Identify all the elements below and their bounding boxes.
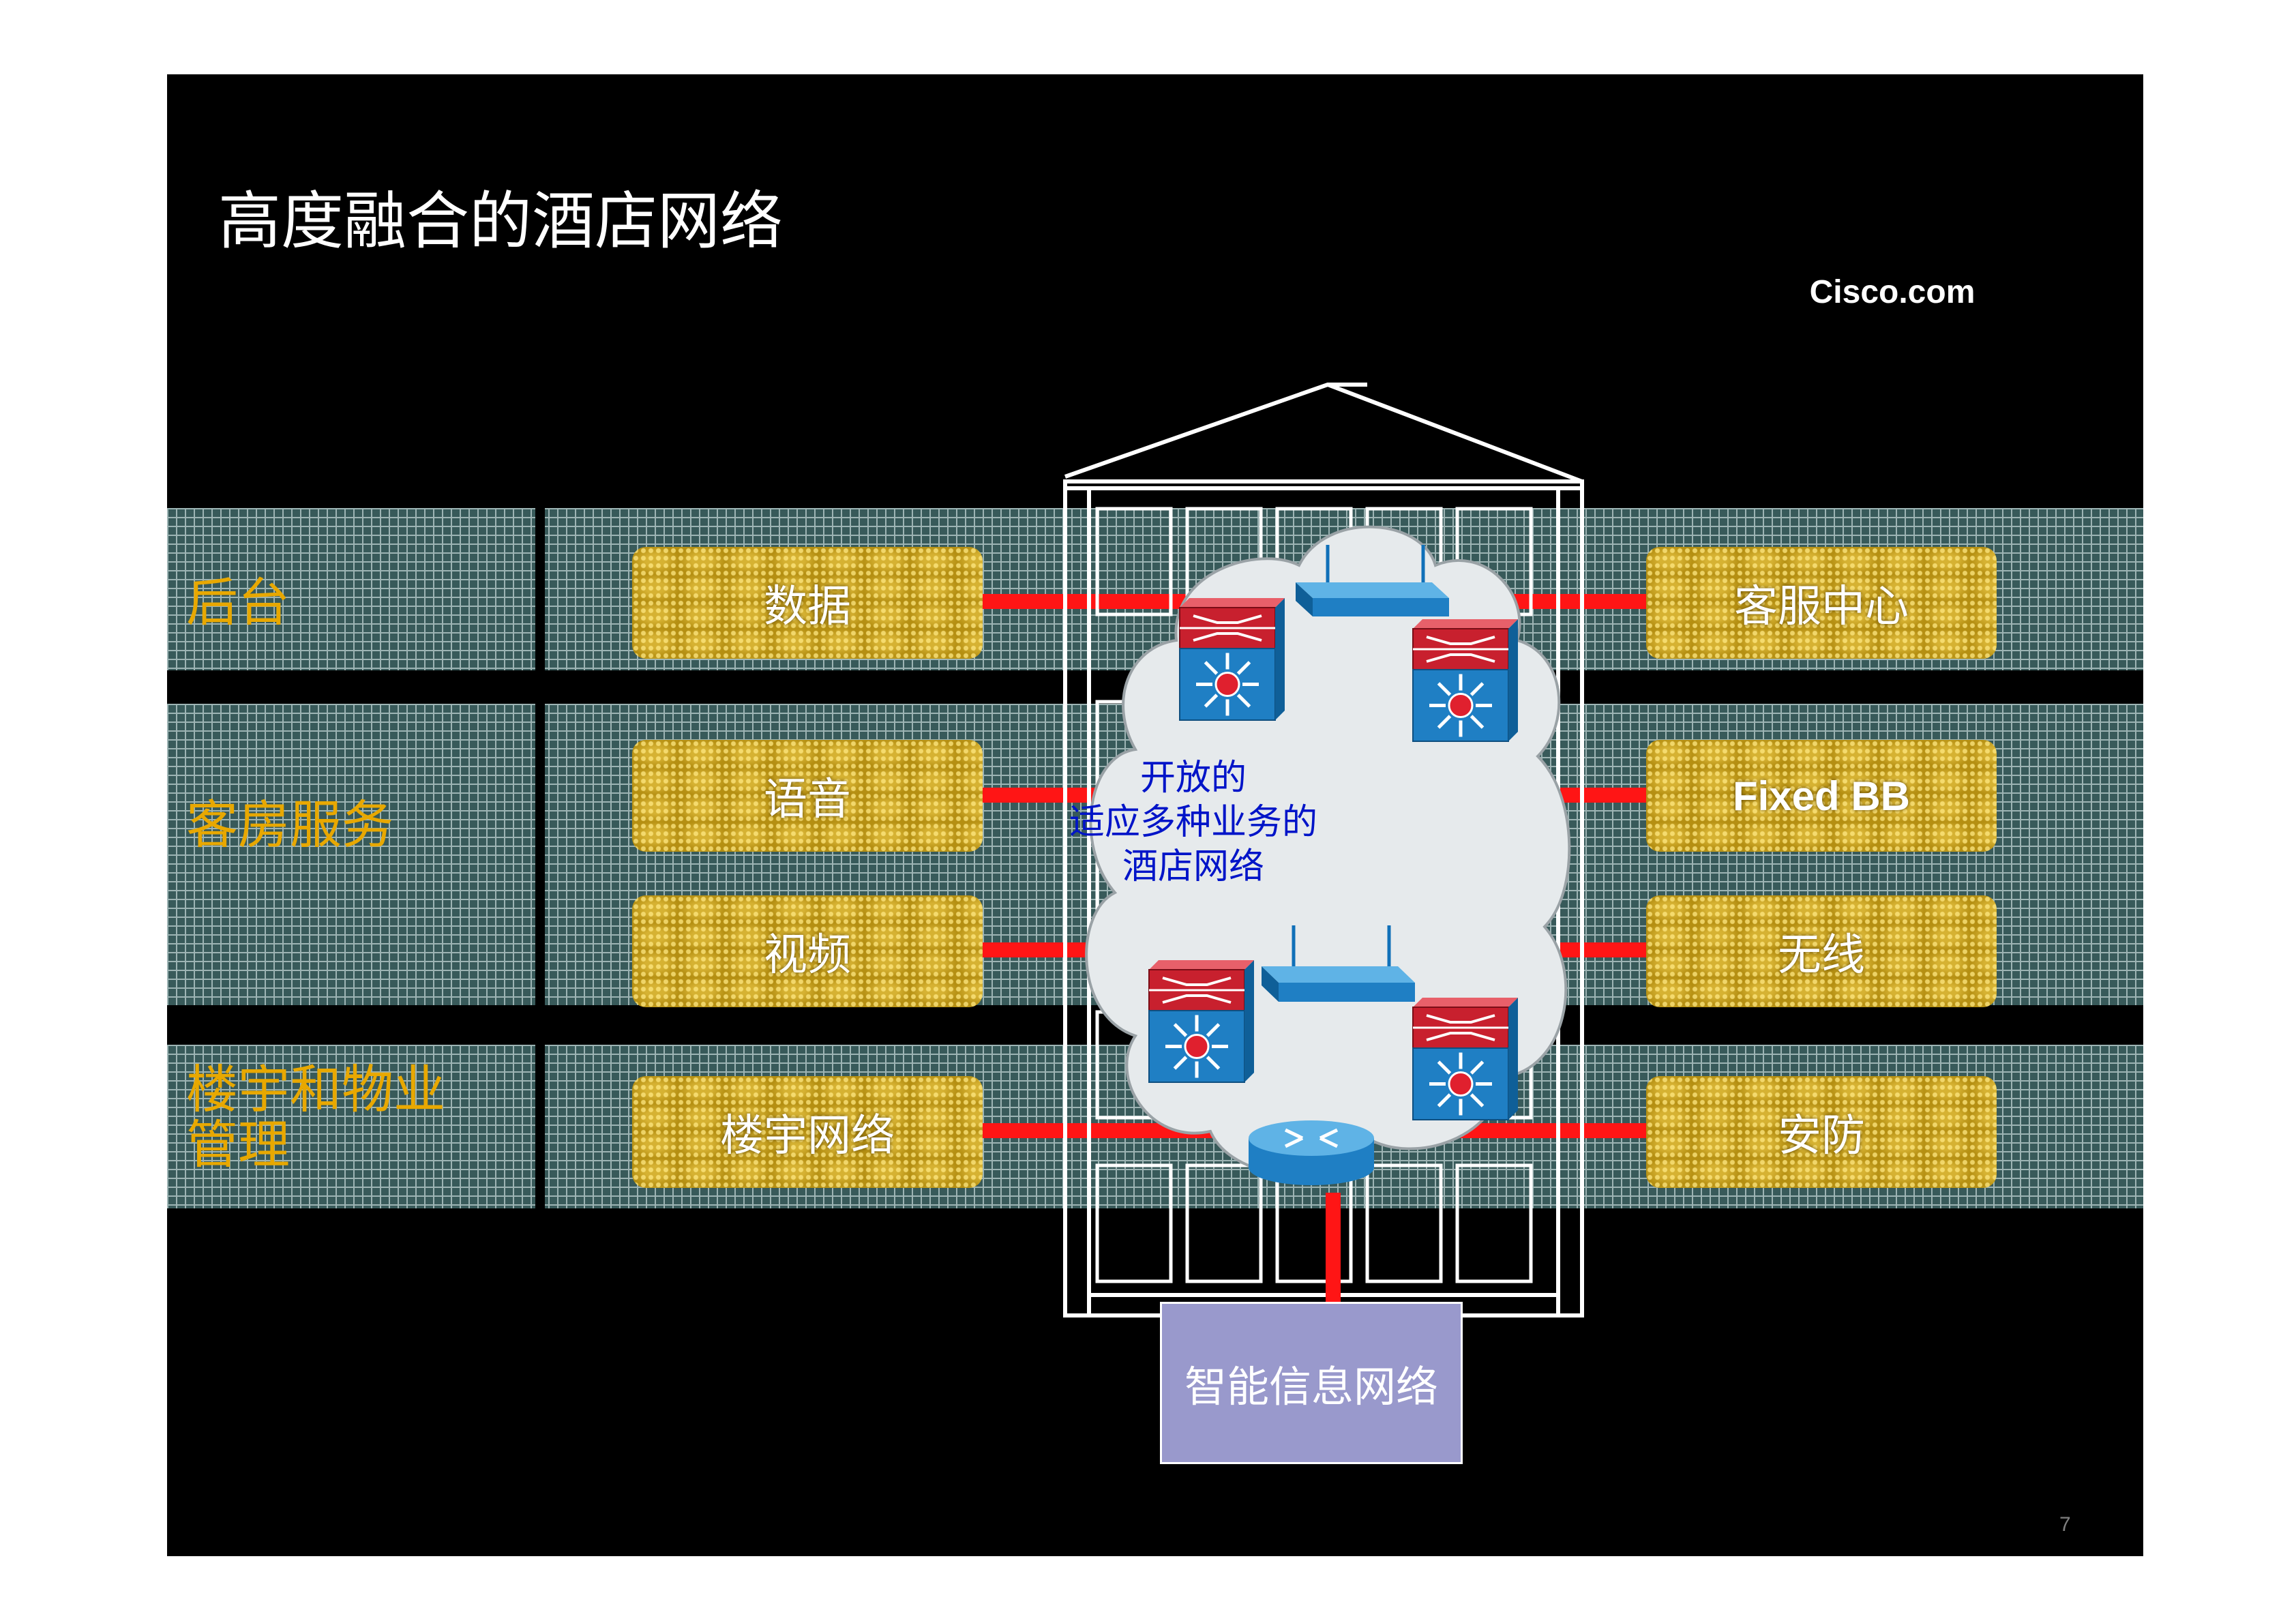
cloud-caption-line2: 适应多种业务的: [1069, 802, 1317, 843]
hotel-network-diagram: [1063, 383, 1584, 1317]
brand-label: Cisco.com: [1809, 274, 1976, 310]
category-guest-services: 客房服务: [186, 794, 393, 855]
layer3-switch-icon: [1412, 998, 1518, 1120]
category-back-office: 后台: [186, 572, 290, 633]
layer3-switch-icon: [1179, 598, 1285, 721]
page-number: 7: [2059, 1513, 2071, 1536]
service-security: 安防: [1646, 1076, 1997, 1188]
service-wireless: 无线: [1646, 895, 1997, 1007]
cloud-caption: 开放的 适应多种业务的 酒店网络: [1043, 756, 1343, 889]
access-point-icon: [1296, 545, 1449, 616]
slide-title: 高度融合的酒店网络: [218, 185, 784, 258]
category-building-management: 楼宇和物业 管理: [186, 1062, 445, 1173]
service-data: 数据: [632, 547, 983, 659]
layer3-switch-icon: [1148, 960, 1254, 1083]
intelligent-info-network-box: 智能信息网络: [1160, 1302, 1463, 1464]
slide: 高度融合的酒店网络 Cisco.com 后台 客房服务 楼宇和物业 管理: [167, 74, 2143, 1556]
uplink-line: [1326, 1193, 1341, 1302]
service-customer-center: 客服中心: [1646, 547, 1997, 659]
service-voice: 语音: [632, 740, 983, 852]
service-fixed-bb: Fixed BB: [1646, 740, 1997, 852]
category-building-line2: 管理: [186, 1114, 290, 1176]
cloud-caption-line1: 开放的: [1139, 758, 1247, 799]
service-building-network: 楼宇网络: [632, 1076, 983, 1188]
category-building-line1: 楼宇和物业: [186, 1059, 445, 1120]
access-point-icon: [1262, 925, 1415, 1002]
router-icon: [1249, 1120, 1374, 1185]
band-separator: [535, 508, 545, 1208]
layer3-switch-icon: [1412, 619, 1518, 742]
cloud-caption-line3: 酒店网络: [1122, 846, 1264, 887]
service-video: 视频: [632, 895, 983, 1007]
